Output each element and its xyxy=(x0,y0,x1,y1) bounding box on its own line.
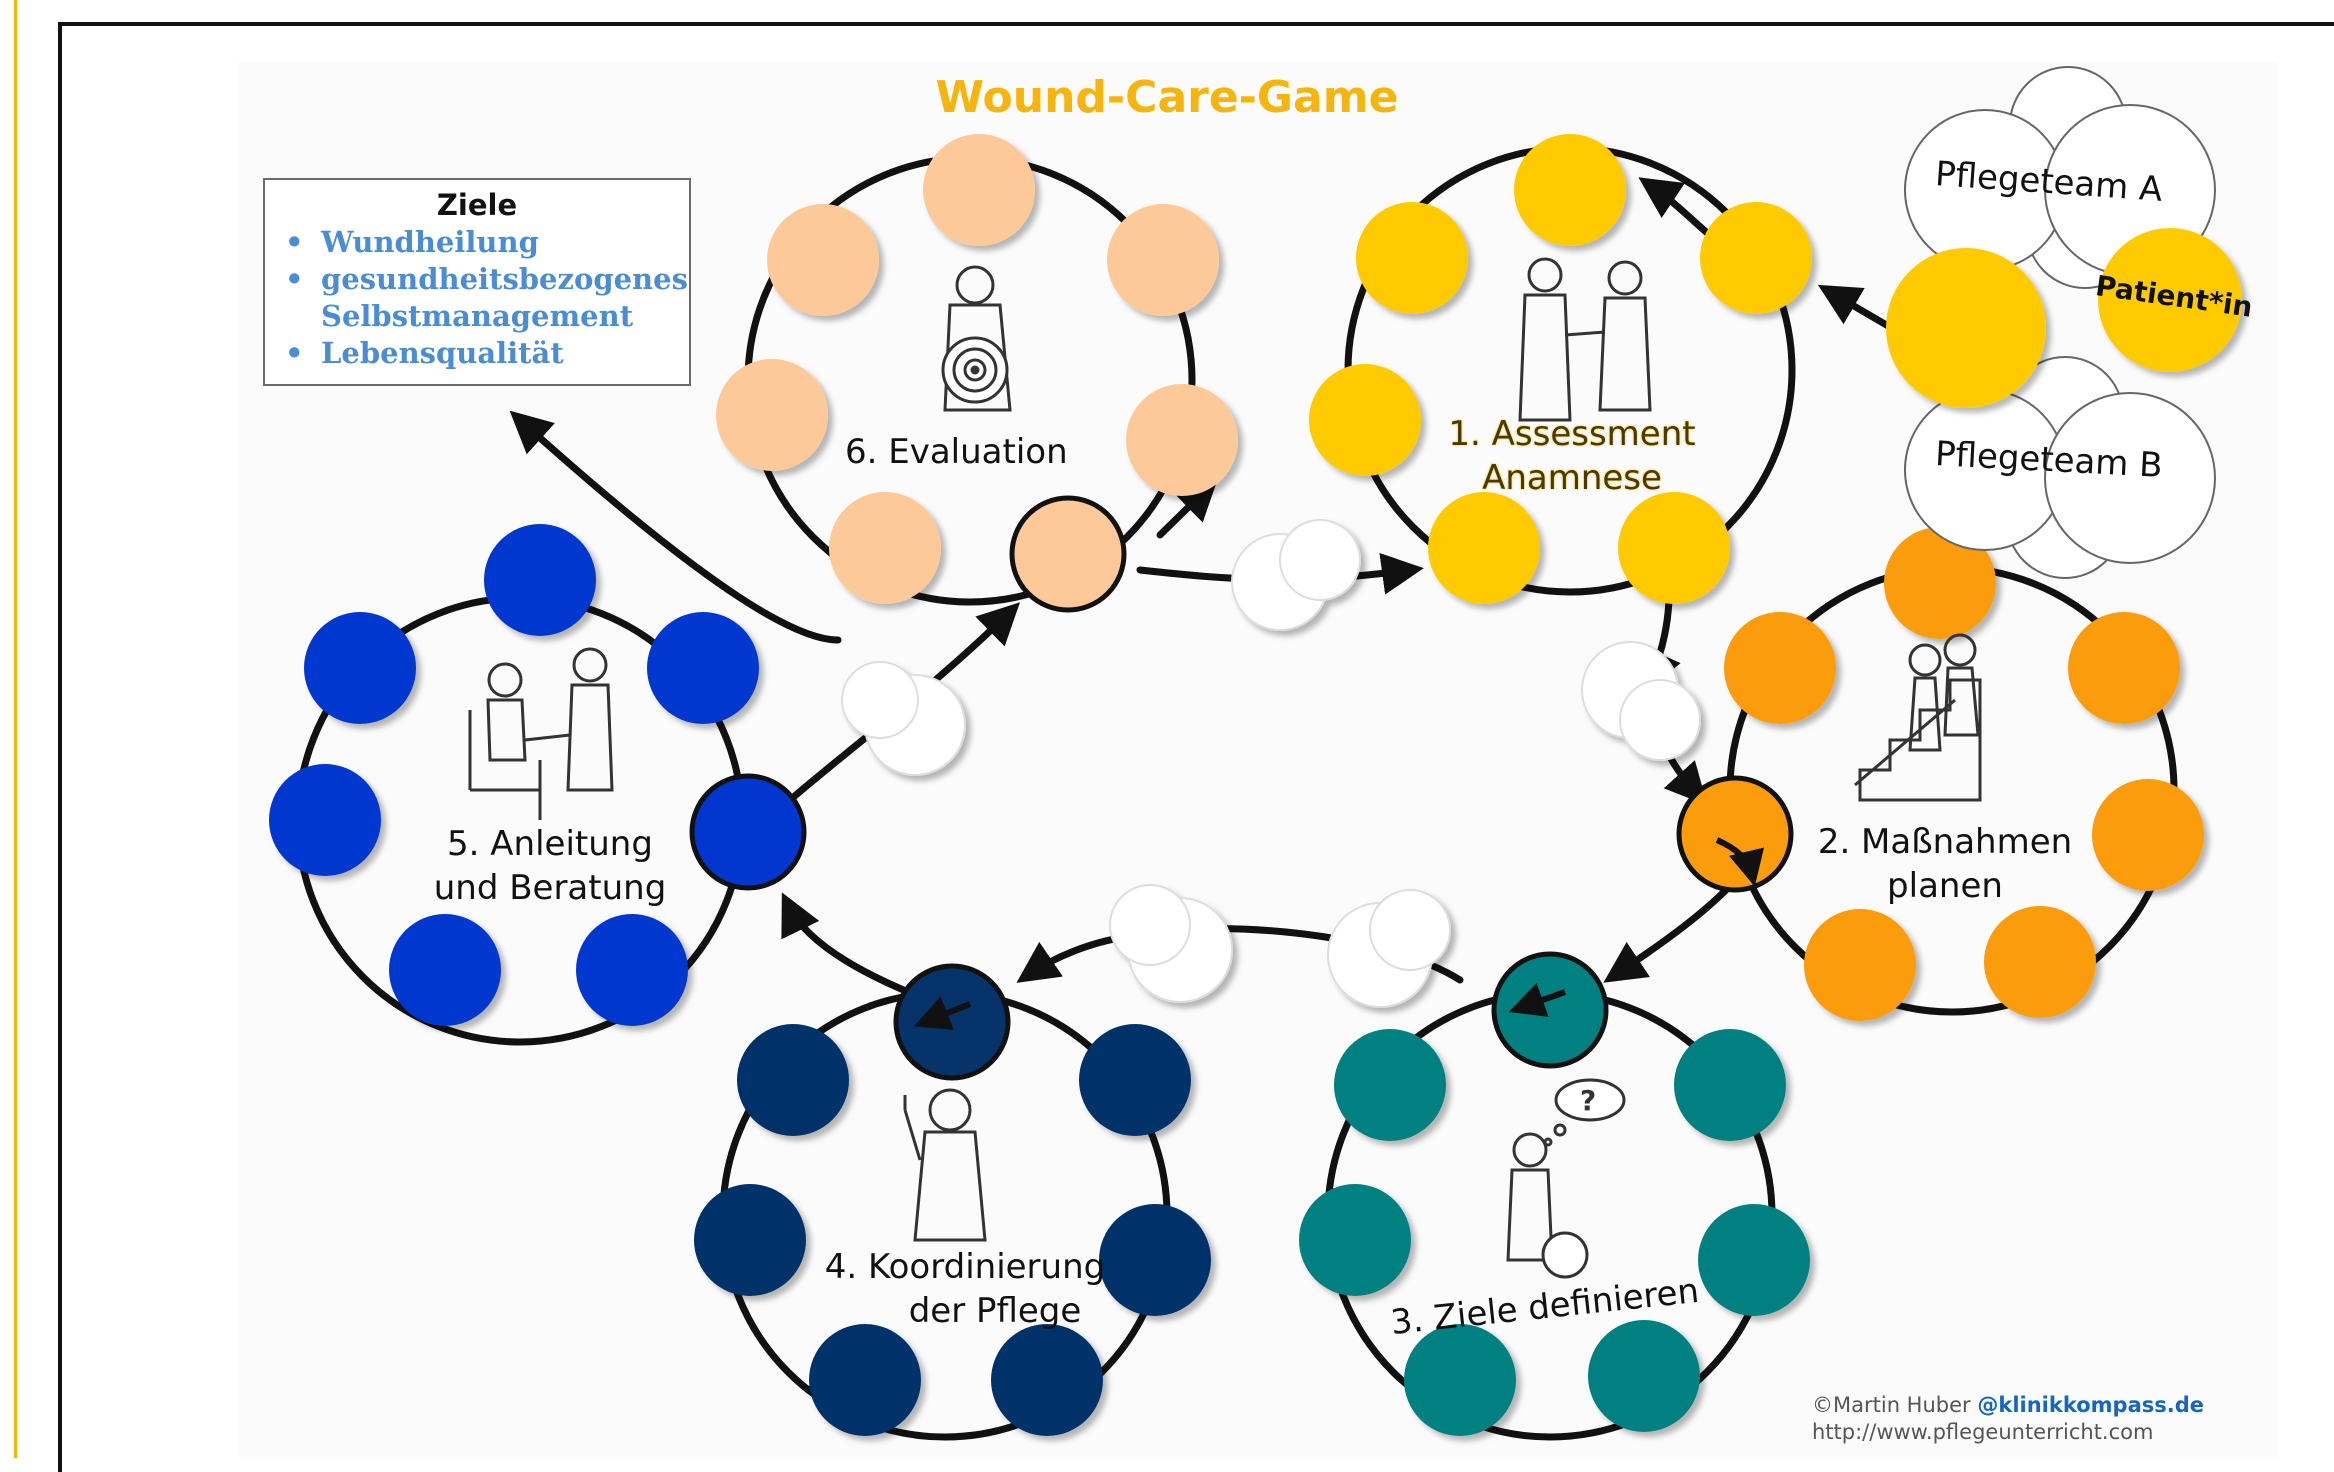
tokens-coordination xyxy=(694,1024,1211,1436)
label-guidance-line1: 5. Anleitung xyxy=(447,824,653,864)
label-coordination: 4. Koordinierung der Pflege xyxy=(815,1245,1115,1333)
label-assessment: 1. Assessment Anamnese xyxy=(1432,412,1712,500)
label-planning-line2: planen xyxy=(1887,866,2003,906)
active-token-goals[interactable] xyxy=(1491,951,1609,1069)
active-token-planning[interactable] xyxy=(1676,775,1794,893)
page-frame xyxy=(58,22,2334,1472)
game-title: Wound-Care-Game xyxy=(935,72,1399,123)
goal-item-self-management-line2: Selbstmanagement xyxy=(321,299,634,333)
stepping-stones xyxy=(841,519,1701,1008)
credit-block: ©Martin Huber @klinikkompass.de http://w… xyxy=(1812,1392,2204,1446)
credit-handle: @klinikkompass.de xyxy=(1977,1393,2205,1417)
figure-sketches: ? xyxy=(468,257,1982,1279)
arrow-to-goals-box xyxy=(509,410,842,644)
tokens-assessment xyxy=(1309,134,1812,604)
arrow-coordination-to-guidance xyxy=(781,892,919,999)
label-guidance: 5. Anleitung und Beratung xyxy=(405,822,695,910)
active-token-coordination[interactable] xyxy=(893,963,1011,1081)
goals-box: Ziele Wundheilung gesundheitsbezogenes S… xyxy=(263,178,691,386)
goals-list: Wundheilung gesundheitsbezogenes Selbstm… xyxy=(265,224,689,372)
tokens-evaluation xyxy=(716,134,1238,604)
patient-token-large xyxy=(1886,248,2046,408)
goals-turn-arrow xyxy=(1508,982,1567,1017)
coordination-figure-icon xyxy=(903,1088,987,1242)
credit-line1: ©Martin Huber @klinikkompass.de xyxy=(1812,1392,2204,1419)
planning-stairs-icon xyxy=(1854,633,1982,802)
label-coordination-line2: der Pflege xyxy=(908,1291,1082,1331)
goals-thinking-icon: ? xyxy=(1506,1078,1626,1279)
tokens-goals xyxy=(1299,1029,1810,1436)
credit-url: http://www.pflegeunterricht.com xyxy=(1812,1420,2154,1444)
goal-item-self-management-line1: gesundheitsbezogenes xyxy=(321,262,688,296)
assessment-figures-icon xyxy=(1518,257,1652,422)
goals-heading: Ziele xyxy=(436,188,518,222)
arrow-evaluation-exit xyxy=(1156,478,1219,539)
label-evaluation: 6. Evaluation xyxy=(845,432,1068,472)
goal-item-wound-healing: Wundheilung xyxy=(285,224,689,261)
tokens-planning xyxy=(1724,527,2204,1021)
goal-item-self-management: gesundheitsbezogenes Selbstmanagement xyxy=(285,261,689,335)
label-guidance-line2: und Beratung xyxy=(433,868,667,908)
label-coordination-line1: 4. Koordinierung xyxy=(824,1247,1106,1287)
patient-token xyxy=(2098,228,2242,372)
label-assessment-line2: Anamnese xyxy=(1482,458,1662,498)
coordination-turn-arrow xyxy=(913,996,972,1030)
planning-turn-arrow xyxy=(1715,837,1765,887)
tokens-guidance xyxy=(269,524,759,1026)
active-token-evaluation[interactable] xyxy=(1009,495,1127,613)
credit-author: ©Martin Huber xyxy=(1812,1393,1971,1417)
label-assessment-line1: 1. Assessment xyxy=(1448,414,1696,454)
label-planning-line1: 2. Maßnahmen xyxy=(1817,822,2073,862)
svg-text:?: ? xyxy=(1580,1084,1596,1117)
evaluation-figure-icon xyxy=(941,265,1012,412)
guidance-figures-icon xyxy=(468,647,614,820)
left-accent-line xyxy=(14,0,17,1458)
arrow-patient-to-assessment xyxy=(1817,284,1899,334)
goal-item-quality-of-life: Lebensqualität xyxy=(285,335,689,372)
active-token-guidance[interactable] xyxy=(689,773,807,891)
label-planning: 2. Maßnahmen planen xyxy=(1800,820,2090,908)
